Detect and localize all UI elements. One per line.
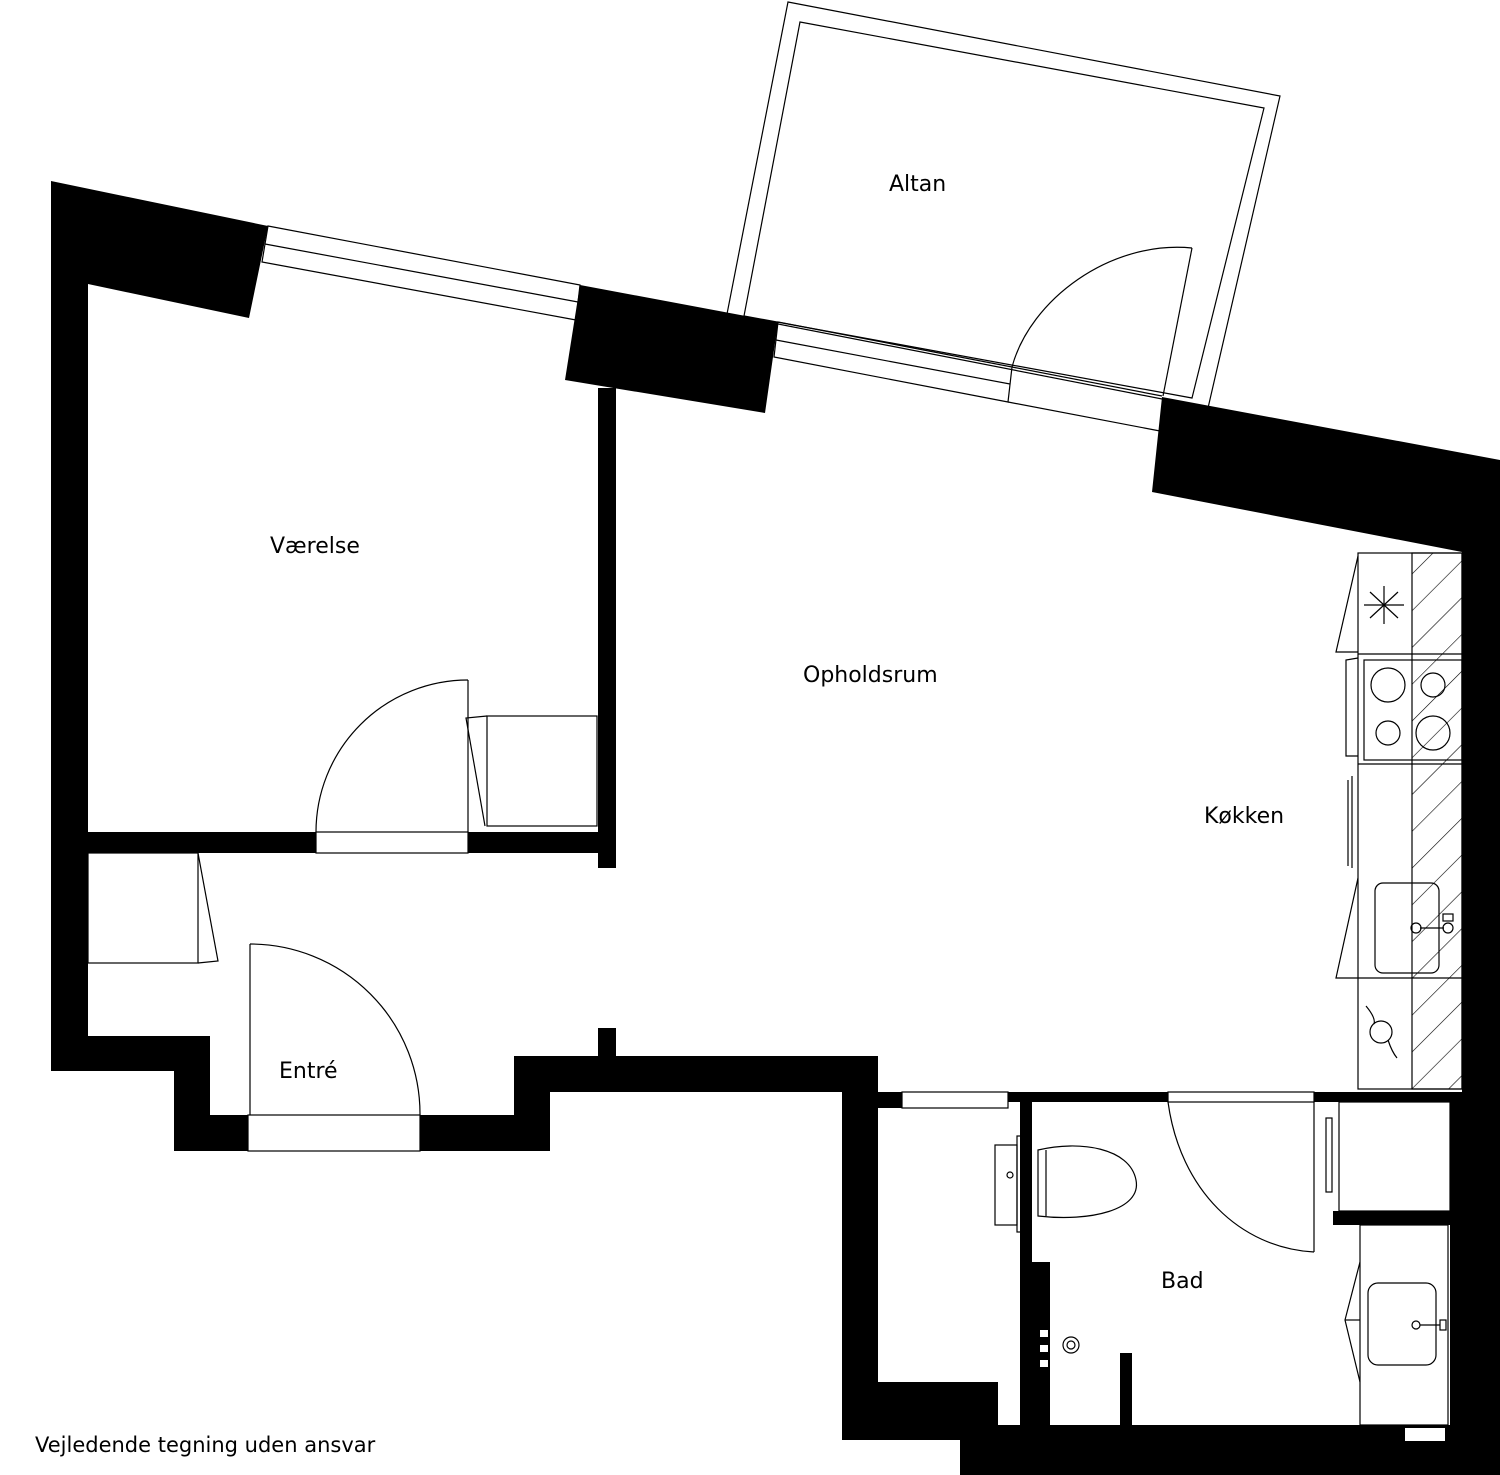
wardrobe-entre [87, 852, 219, 964]
doors [249, 246, 1315, 1253]
disclaimer-note: Vejledende tegning uden ansvar [35, 1433, 376, 1457]
kitchen-counter [1335, 552, 1463, 1090]
room-label-vaerelse: Værelse [270, 534, 360, 559]
room-label-bad: Bad [1161, 1269, 1204, 1294]
bathroom-fixtures [994, 1101, 1451, 1426]
freezer-snowflake-icon [1364, 586, 1404, 624]
outer-walls [51, 181, 1500, 1475]
room-label-altan: Altan [889, 172, 947, 197]
wardrobe-vaerelse [465, 715, 598, 827]
bathroom-sink-icon [1367, 1282, 1447, 1366]
stove-icon [1345, 657, 1463, 765]
dishwasher-icon [1365, 1005, 1398, 1059]
kitchen-sink-icon [1374, 882, 1454, 974]
room-label-opholdsrum: Opholdsrum [803, 663, 938, 688]
room-label-entre: Entré [279, 1059, 338, 1084]
balcony-outline [726, 1, 1281, 409]
room-label-kokken: Køkken [1204, 804, 1285, 829]
